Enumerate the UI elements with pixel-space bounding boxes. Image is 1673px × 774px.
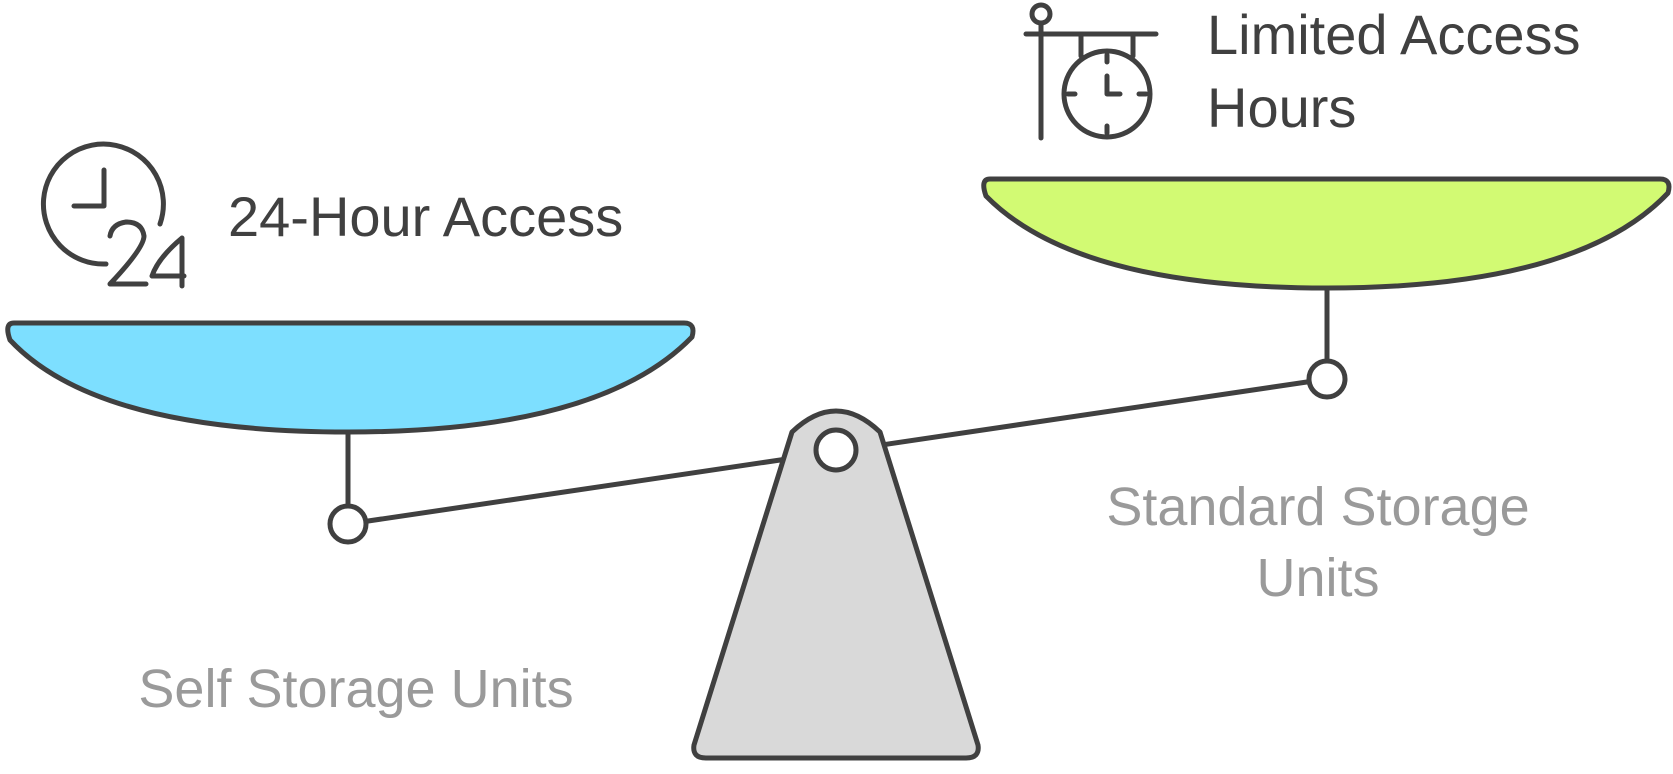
hanging-clock-sign-icon: [1023, 2, 1159, 141]
left-feature-label: 24-Hour Access: [228, 185, 623, 248]
left-caption: Self Storage Units: [138, 659, 573, 719]
right-feature-label-line2: Hours: [1207, 76, 1356, 139]
left-pan: [5, 320, 696, 435]
fulcrum-pivot: [813, 427, 859, 473]
right-caption-line1: Standard Storage: [1106, 477, 1529, 537]
clock-24-icon: [40, 141, 187, 289]
right-pivot: [1306, 358, 1348, 400]
left-pivot: [327, 503, 369, 545]
right-pan: [981, 176, 1672, 291]
right-caption-line2: Units: [1256, 548, 1379, 608]
fulcrum-stand: [691, 408, 981, 761]
right-feature-label-line1: Limited Access: [1207, 3, 1581, 66]
